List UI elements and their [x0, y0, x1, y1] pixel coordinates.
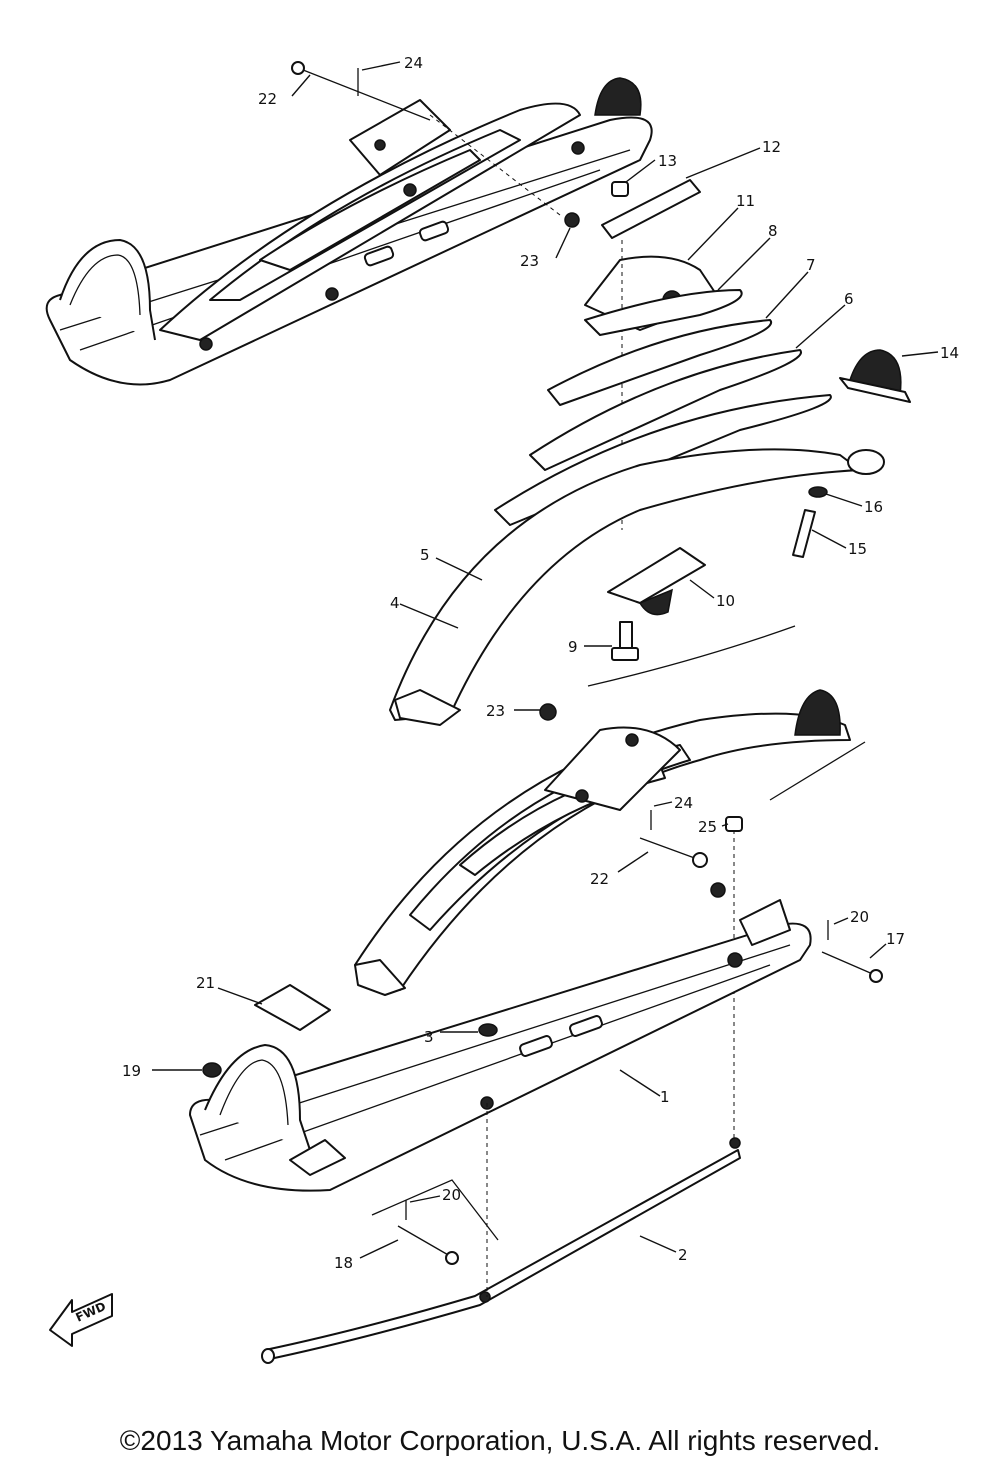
callout-9: 9: [568, 638, 578, 656]
callout-25: 25: [698, 818, 717, 836]
assembled-ski-top: [45, 61, 653, 386]
callout-21: 21: [196, 974, 215, 992]
callout-24-top: 24: [404, 54, 423, 72]
callout-22-top: 22: [258, 90, 277, 108]
callouts: 24 22 23 13 12 11 8 7 6 14 16 15: [122, 54, 959, 1272]
copyright-notice: ©2013 Yamaha Motor Corporation, U.S.A. A…: [119, 1425, 881, 1456]
callout-19: 19: [122, 1062, 141, 1080]
callout-17: 17: [886, 930, 905, 948]
callout-18: 18: [334, 1254, 353, 1272]
callout-20-right: 20: [850, 908, 869, 926]
callout-2: 2: [678, 1246, 688, 1264]
callout-8: 8: [768, 222, 778, 240]
callout-7: 7: [806, 256, 816, 274]
callout-13: 13: [658, 152, 677, 170]
callout-22-lower: 22: [590, 870, 609, 888]
exploded-parts: [389, 179, 911, 801]
forward-direction-arrow: FWD: [49, 1293, 113, 1347]
callout-11: 11: [736, 192, 755, 210]
callout-16: 16: [864, 498, 883, 516]
callout-23-lower: 23: [486, 702, 505, 720]
callout-14: 14: [940, 344, 959, 362]
assembled-ski-bottom: [189, 689, 883, 1364]
callout-24-lower: 24: [674, 794, 693, 812]
callout-23-top: 23: [520, 252, 539, 270]
ski-exploded-diagram: FWD 24 22 23 13 12 11 8 7 6 14 16: [45, 54, 959, 1364]
callout-10: 10: [716, 592, 735, 610]
callout-15: 15: [848, 540, 867, 558]
callout-5: 5: [420, 546, 430, 564]
callout-4: 4: [390, 594, 400, 612]
callout-1: 1: [660, 1088, 670, 1106]
callout-20-lower: 20: [442, 1186, 461, 1204]
callout-6: 6: [844, 290, 854, 308]
callout-12: 12: [762, 138, 781, 156]
callout-3: 3: [424, 1028, 434, 1046]
